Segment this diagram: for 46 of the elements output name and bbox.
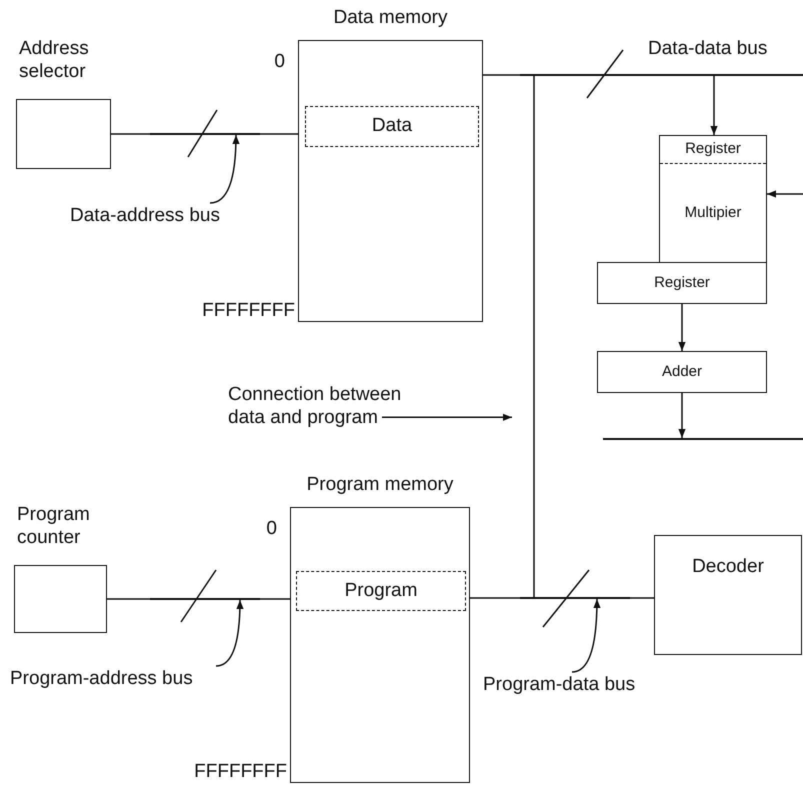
bus-label: Data-data bus: [648, 38, 768, 61]
address-label: FFFFFFFF: [194, 761, 287, 784]
memory-region: [305, 106, 479, 147]
block-label: Register: [684, 140, 742, 158]
leader-arrow: [210, 134, 240, 204]
block-label: Program counter: [17, 504, 91, 550]
note-label: Connection between data and program: [228, 384, 434, 430]
address-label: FFFFFFFF: [202, 300, 295, 323]
block-label: Adder: [662, 363, 702, 381]
block-title: Data memory: [332, 7, 449, 30]
block-label: Program: [344, 580, 418, 602]
leader-arrow: [572, 598, 600, 673]
bus-line: [520, 597, 630, 599]
bus-label: Program-data bus: [483, 674, 683, 697]
bus-line: [630, 597, 654, 599]
register-block: [597, 262, 767, 304]
leader-arrow: [382, 414, 512, 421]
arrow: [767, 190, 803, 198]
block-label: Multipier: [684, 204, 742, 222]
bus-line: [107, 598, 150, 600]
leader-arrow: [216, 600, 244, 667]
block-label: Decoder: [691, 556, 765, 579]
block-label: Data: [372, 115, 412, 138]
address-label: 0: [266, 518, 277, 541]
arrow: [678, 304, 686, 351]
bus-line: [533, 76, 535, 597]
bus-line: [470, 597, 520, 599]
arrow: [678, 393, 686, 438]
adder-block: [597, 351, 767, 393]
multiplier-block: [659, 135, 767, 263]
bus-line: [260, 133, 298, 135]
address-label: 0: [274, 51, 285, 74]
block-label: Register: [654, 274, 710, 292]
bus-line: [150, 133, 260, 135]
block-label: Address selector: [19, 38, 90, 84]
bus-label: Data-address bus: [70, 205, 270, 228]
memory-region: [296, 571, 466, 611]
bus-line: [150, 598, 260, 600]
bus-line: [260, 598, 290, 600]
bus-line: [483, 74, 520, 76]
decoder-block: [654, 535, 802, 655]
bus-line: [111, 133, 150, 135]
arrow: [710, 76, 718, 135]
block-title: Program memory: [306, 474, 454, 497]
output-bus-line: [603, 438, 803, 440]
bus-label: Program-address bus: [10, 668, 250, 691]
